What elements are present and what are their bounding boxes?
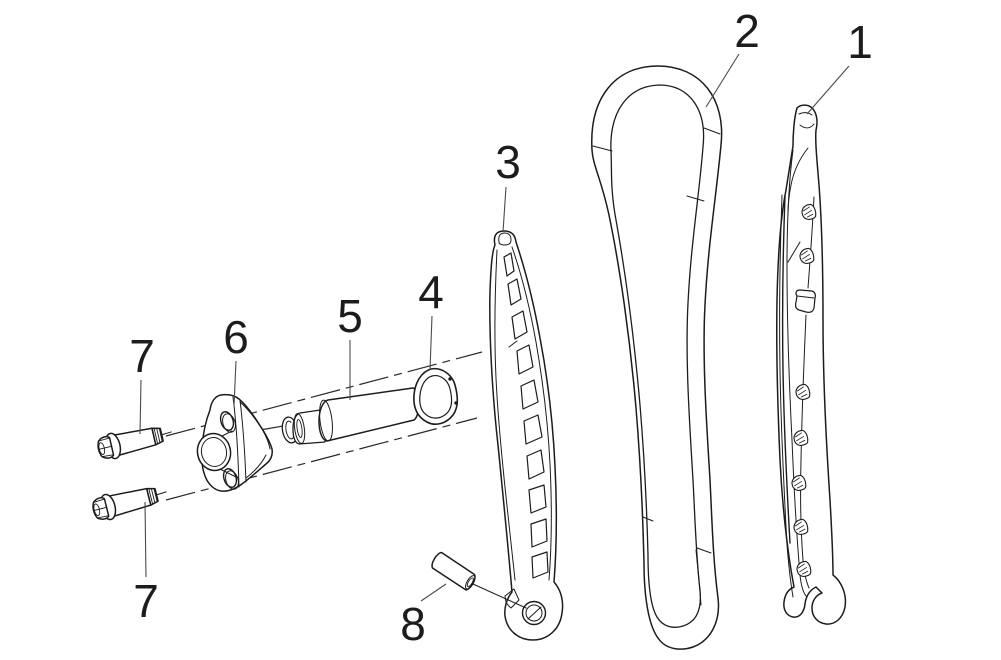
callout-tensioner-bracket: 6 [223,311,249,407]
spacer-sleeve [281,387,420,445]
callout-flange-bolt-lower: 7 [133,501,159,627]
chain-guide-rail [775,104,847,625]
tensioner-guide-pivot-boss [504,588,547,626]
tensioner-bracket [196,393,273,492]
callout-timing-chain: 2 [705,5,760,108]
bracket-boss [196,430,239,479]
tensioner-guide [489,230,564,641]
chain-link-ticks [592,127,721,606]
callout-label-3[interactable]: 3 [495,136,521,188]
callout-flange-bolt-upper: 7 [129,330,155,435]
callout-leader-line [420,583,447,602]
retaining-ring [413,367,459,425]
callout-label-8[interactable]: 8 [400,598,426,650]
callout-leader-line [144,501,147,578]
callout-leader-line [429,315,433,371]
guide-rail-mount-lug [795,289,816,313]
callout-chain-guide-rail: 1 [806,16,873,115]
tensioner-guide-cutouts [503,252,549,579]
callout-retaining-ring: 4 [418,266,444,371]
dowel-pin [431,551,527,609]
callout-label-4[interactable]: 4 [418,266,444,318]
callout-label-2[interactable]: 2 [734,5,760,57]
sleeve-body [318,387,420,442]
timing-chain [591,65,723,650]
callout-layer: 1 2 3 4 5 6 7 7 8 [129,5,873,650]
callout-leader-line [806,65,850,115]
callout-tensioner-guide: 3 [495,136,521,233]
callout-label-7[interactable]: 7 [133,575,159,627]
flange-bolt-lower [89,479,171,524]
callout-leader-line [139,379,142,435]
callout-leader-line [705,53,740,108]
callout-leader-line [502,186,507,233]
callout-leader-line [233,360,237,407]
callout-dowel-pin: 8 [400,583,447,650]
callout-label-6[interactable]: 6 [223,311,249,363]
bracket-bolt-holes [219,411,239,490]
flange-bolt-upper [94,419,176,463]
callout-label-7[interactable]: 7 [129,330,155,382]
callout-label-5[interactable]: 5 [337,290,363,342]
callout-label-1[interactable]: 1 [847,16,873,68]
callout-spacer-sleeve: 5 [337,290,363,400]
